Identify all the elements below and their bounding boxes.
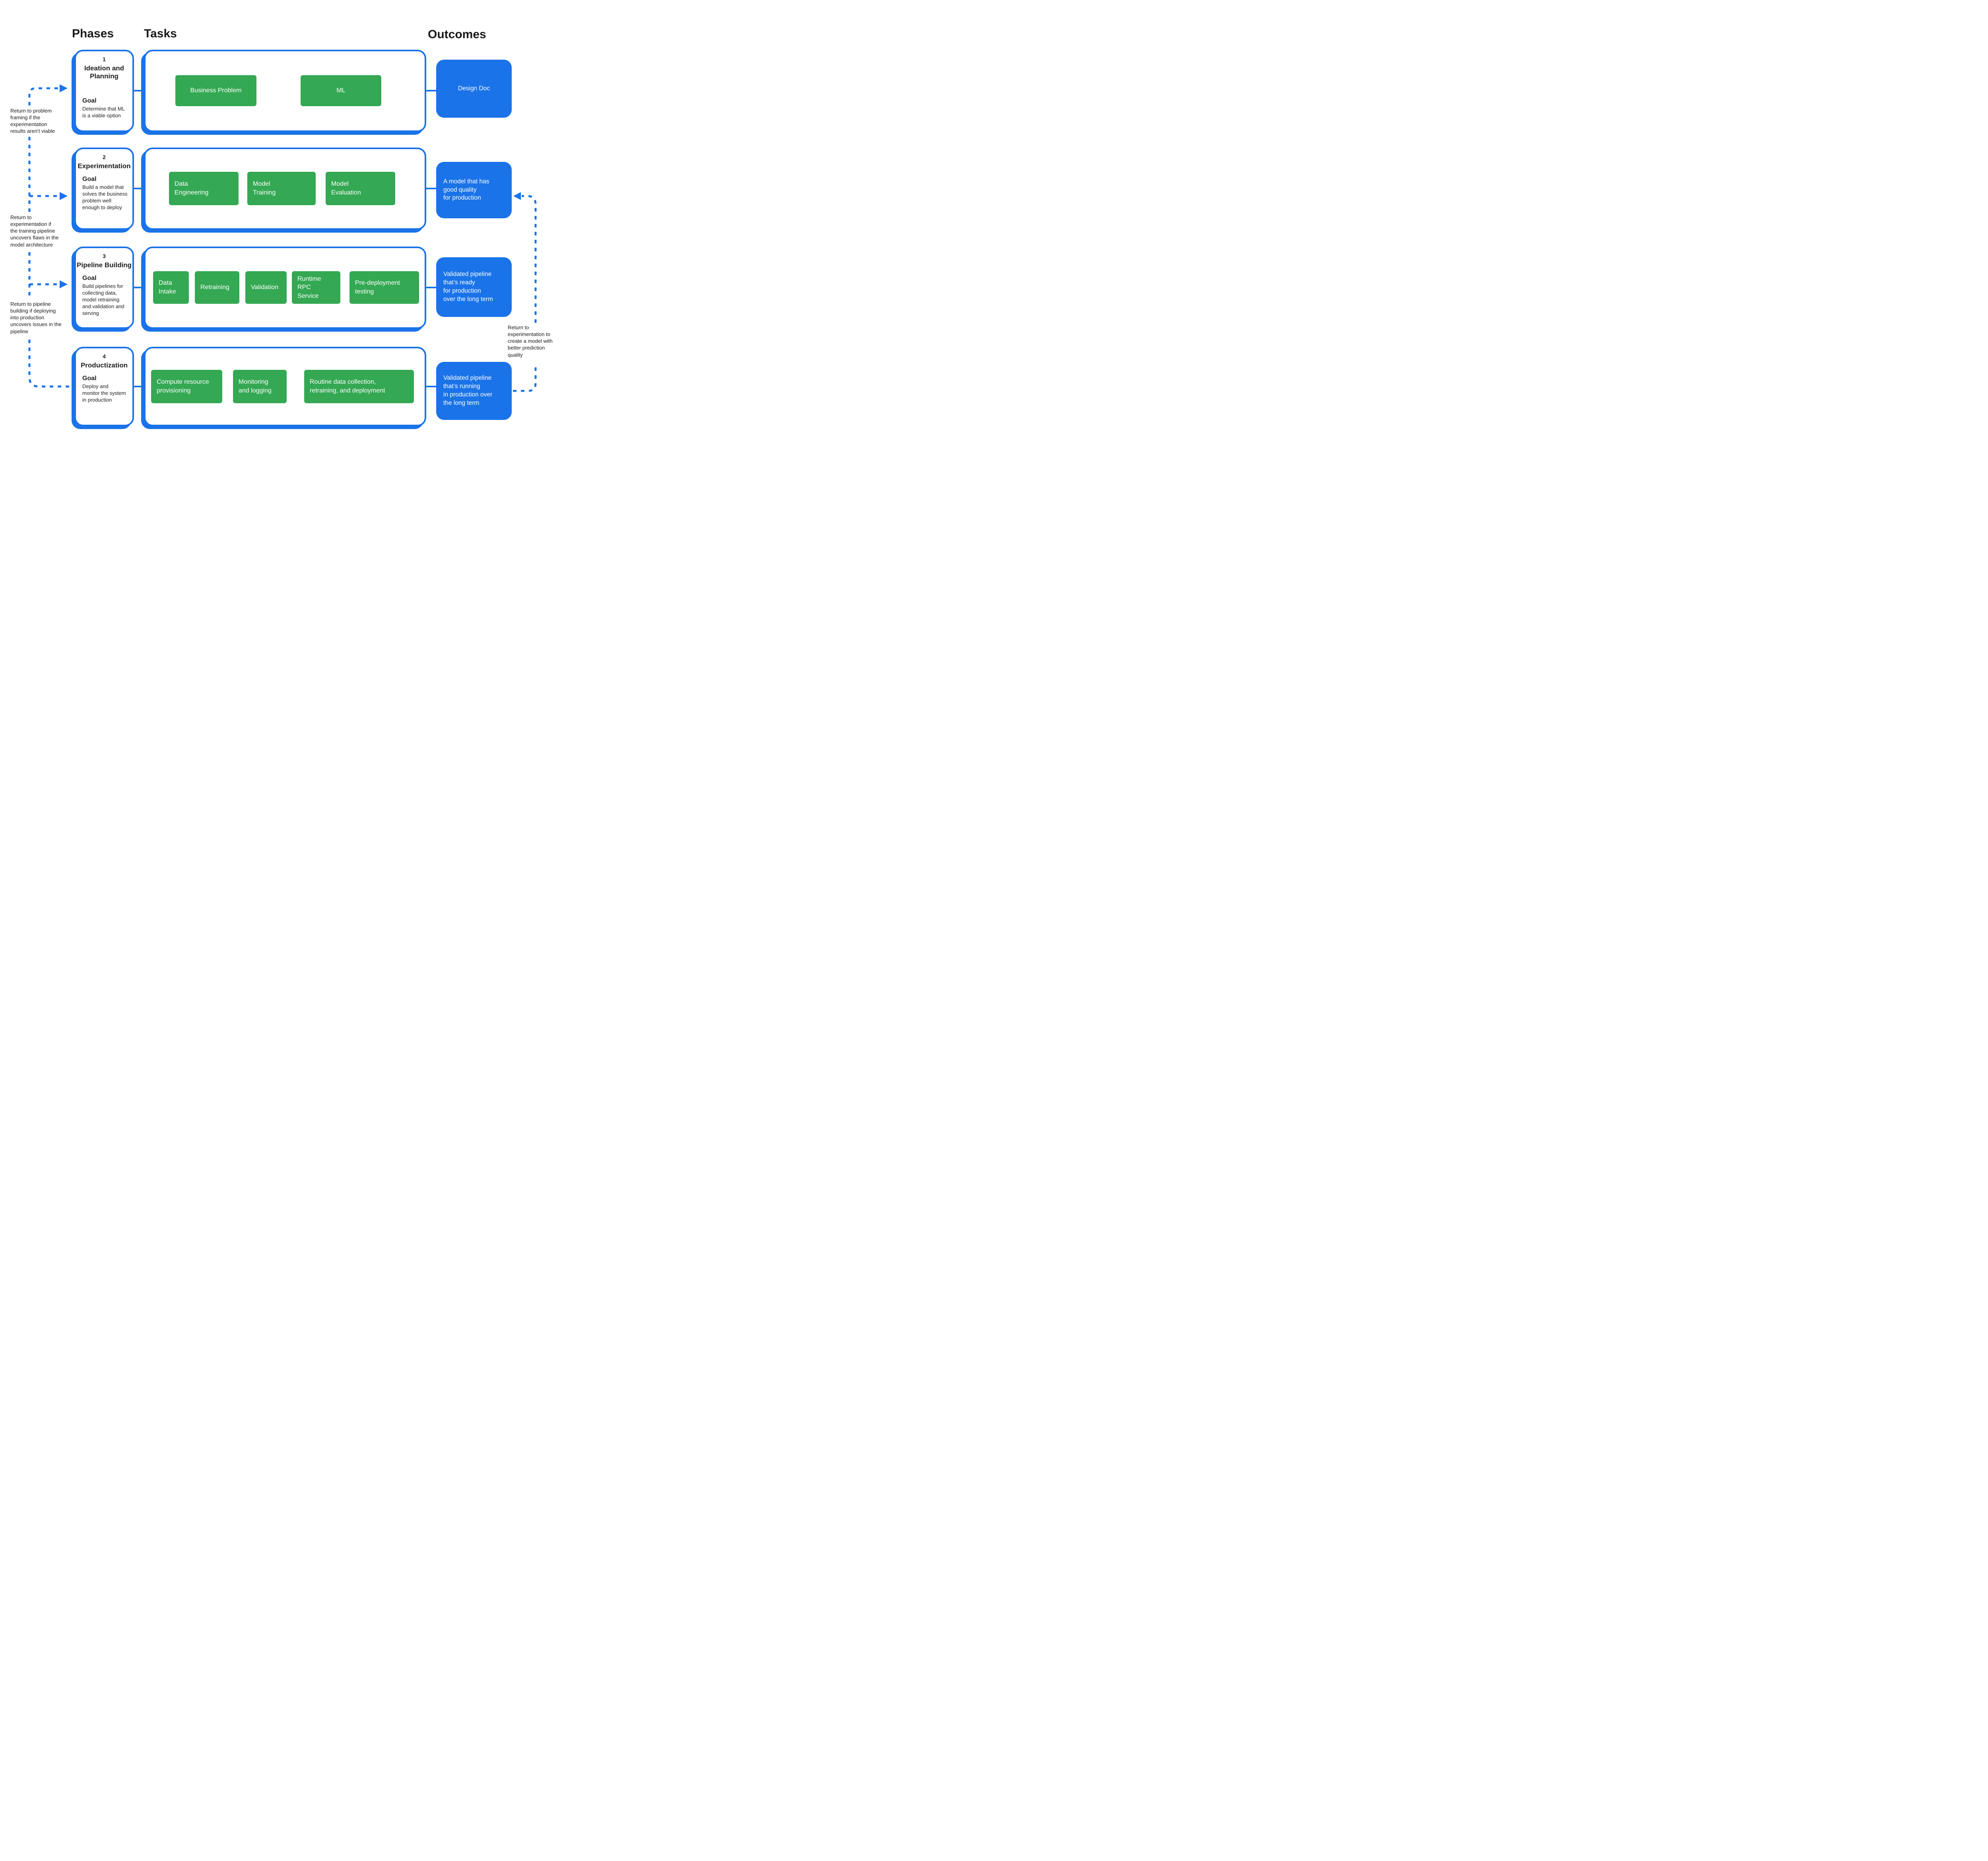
task-compute-resource-provisioning: Compute resource provisioning <box>151 370 222 403</box>
phase-goal-section: Goal Build a model that solves the busin… <box>76 176 132 211</box>
column-header-phases: Phases <box>72 27 114 40</box>
task-data-engineering: Data Engineering <box>169 172 239 205</box>
phase-number: 4 <box>103 353 106 359</box>
phase-card-productization: 4 Productization Goal Deploy and monitor… <box>74 347 134 426</box>
task-retraining: Retraining <box>195 271 239 304</box>
task-model-training: Model Training <box>247 172 316 205</box>
goal-label: Goal <box>82 176 97 183</box>
mlops-phases-diagram: Phases Tasks Outcomes 1 Ideation and Pla… <box>0 0 564 465</box>
return-path-top <box>28 87 58 106</box>
outcome-validated-pipeline-running: Validated pipeline that’s running in pro… <box>436 362 512 420</box>
annotation-return-pipeline-building: Return to pipeline building if deploying… <box>10 301 62 334</box>
arrow-into-phase1-icon <box>60 84 68 92</box>
task-business-problem: Business Problem <box>175 75 256 106</box>
task-routine-data-collection: Routine data collection, retraining, and… <box>304 370 414 403</box>
outcome-quality-model: A model that has good quality for produc… <box>436 162 512 218</box>
right-return-lower <box>513 365 537 392</box>
annotation-return-problem-framing: Return to problem framing if the experim… <box>10 108 55 134</box>
phase-goal-section: Goal Build pipelines for collecting data… <box>76 275 132 317</box>
outcome-design-doc: Design Doc <box>436 60 512 118</box>
goal-text: Build pipelines for collecting data, mod… <box>82 283 124 316</box>
return-path-bottom <box>28 340 72 388</box>
goal-label: Goal <box>82 375 97 382</box>
task-data-intake: Data Intake <box>153 271 189 304</box>
arrow-into-phase2-icon <box>60 192 68 200</box>
phase-number: 2 <box>103 154 106 160</box>
goal-text: Determine that ML is a viable option <box>82 105 125 118</box>
phase-title: Productization <box>80 361 128 369</box>
green-task-links <box>188 89 350 388</box>
phase-title: Pipeline Building <box>77 261 132 269</box>
right-return-upper <box>522 195 537 323</box>
task-predeployment-testing: Pre-deployment testing <box>349 271 419 304</box>
phase-card-experimentation: 2 Experimentation Goal Build a model tha… <box>74 148 134 230</box>
phase-goal-section: Goal Determine that ML is a viable optio… <box>76 97 132 119</box>
annotation-return-experimentation-flaws: Return to experimentation if the trainin… <box>10 214 59 248</box>
return-arrow-heads <box>60 84 521 288</box>
goal-label: Goal <box>82 275 97 282</box>
phase-card-pipeline-building: 3 Pipeline Building Goal Build pipelines… <box>74 247 134 329</box>
phase-number: 3 <box>103 253 106 259</box>
column-header-outcomes: Outcomes <box>428 28 486 41</box>
blue-connector-lines <box>131 90 437 387</box>
phase-card-ideation: 1 Ideation and Planning Goal Determine t… <box>74 50 134 132</box>
goal-text: Build a model that solves the business p… <box>82 184 128 211</box>
goal-label: Goal <box>82 97 97 104</box>
phase-number: 1 <box>103 56 106 62</box>
right-return-path <box>513 195 537 392</box>
column-header-tasks: Tasks <box>144 27 177 40</box>
task-monitoring-logging: Monitoring and logging <box>233 370 287 403</box>
task-model-evaluation: Model Evaluation <box>326 172 395 205</box>
phase-goal-section: Goal Deploy and monitor the system in pr… <box>76 375 132 404</box>
task-validation: Validation <box>245 271 287 304</box>
annotation-return-experimentation-quality: Return to experimentation to create a mo… <box>508 324 553 358</box>
outcome-validated-pipeline-ready: Validated pipeline that’s ready for prod… <box>436 257 512 317</box>
arrow-into-outcome2-icon <box>513 192 521 200</box>
arrow-into-phase3-icon <box>60 280 68 288</box>
goal-text: Deploy and monitor the system in product… <box>82 383 126 403</box>
phase-title: Ideation and Planning <box>84 64 124 80</box>
phase-title: Experimentation <box>78 162 131 170</box>
task-runtime-rpc-service: Runtime RPC Service <box>292 271 340 304</box>
left-return-path <box>28 87 72 388</box>
task-ml: ML <box>301 75 381 106</box>
